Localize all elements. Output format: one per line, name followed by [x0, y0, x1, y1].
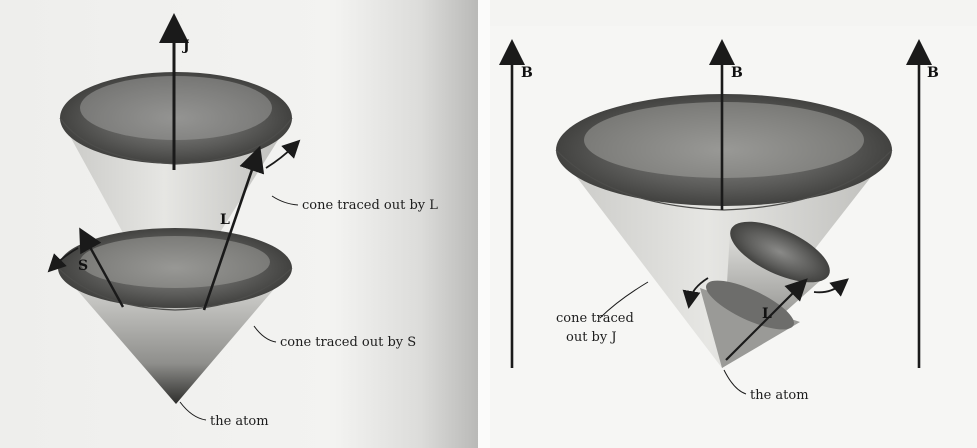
label-cone-j-line2: out by J	[566, 330, 617, 345]
precession-arrow-l-inner	[814, 284, 842, 292]
field-b-right-label: B	[927, 65, 939, 81]
right-figure: B B B L cone traced out by J	[512, 52, 939, 403]
leader-atom-left	[180, 402, 206, 420]
label-cone-l: cone traced out by L	[302, 198, 438, 213]
vector-l-label: L	[220, 212, 230, 228]
label-atom-right: the atom	[750, 388, 809, 403]
leader-cone-s	[254, 326, 276, 342]
label-cone-j-line1: cone traced	[556, 311, 634, 326]
vector-j-label: J	[181, 38, 190, 54]
field-b-center-label: B	[731, 65, 743, 81]
field-b-left-label: B	[521, 65, 533, 81]
label-cone-s: cone traced out by S	[280, 335, 416, 350]
label-atom-left: the atom	[210, 414, 269, 429]
vector-s-label: S	[78, 258, 88, 274]
left-figure: J L S cone traced out by L cone traced o…	[54, 28, 438, 429]
leader-cone-l	[272, 196, 298, 205]
leader-atom-right	[724, 370, 746, 394]
vector-l-right-label: L	[762, 306, 772, 322]
